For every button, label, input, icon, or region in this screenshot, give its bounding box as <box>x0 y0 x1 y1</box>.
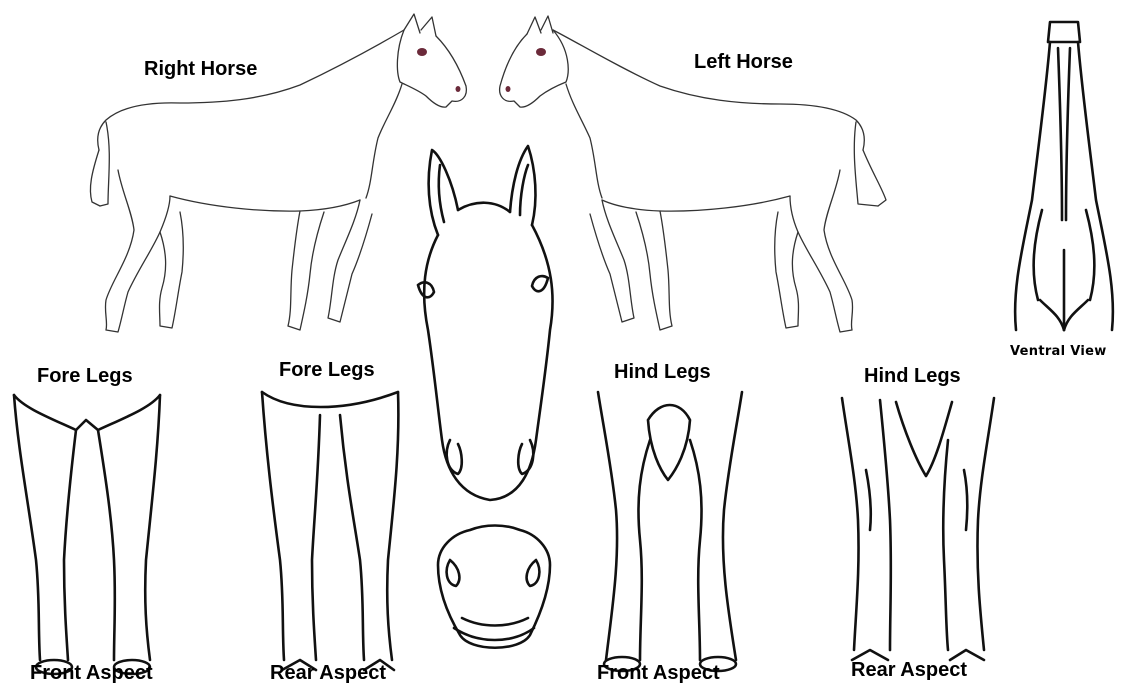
right-horse-label: Right Horse <box>144 58 257 81</box>
fore-legs-rear-aspect-outline <box>262 392 398 670</box>
hind-legs-front-label: Hind Legs <box>614 361 711 384</box>
left-horse-eye <box>536 48 546 56</box>
fore-legs-rear-label: Fore Legs <box>279 359 375 382</box>
hind-legs-rear-label: Hind Legs <box>864 365 961 388</box>
front-aspect-hind-label: Front Aspect <box>597 662 720 685</box>
fore-legs-front-label: Fore Legs <box>37 365 133 388</box>
left-horse-nostril <box>506 86 511 92</box>
head-front-outline <box>418 146 553 500</box>
hind-legs-rear-aspect-outline <box>842 398 994 660</box>
fore-legs-front-aspect-outline <box>14 395 160 674</box>
right-horse-nostril <box>456 86 461 92</box>
muzzle-outline <box>438 526 550 648</box>
ventral-view-label: Ventral View <box>1010 344 1107 359</box>
rear-aspect-hind-label: Rear Aspect <box>851 659 967 682</box>
hind-legs-front-aspect-outline <box>598 392 742 671</box>
right-horse-eye <box>417 48 427 56</box>
rear-aspect-fore-label: Rear Aspect <box>270 662 386 685</box>
left-horse-label: Left Horse <box>694 51 793 74</box>
front-aspect-fore-label: Front Aspect <box>30 662 153 685</box>
left-horse-outline <box>500 16 886 332</box>
ventral-view-outline <box>1015 22 1113 330</box>
